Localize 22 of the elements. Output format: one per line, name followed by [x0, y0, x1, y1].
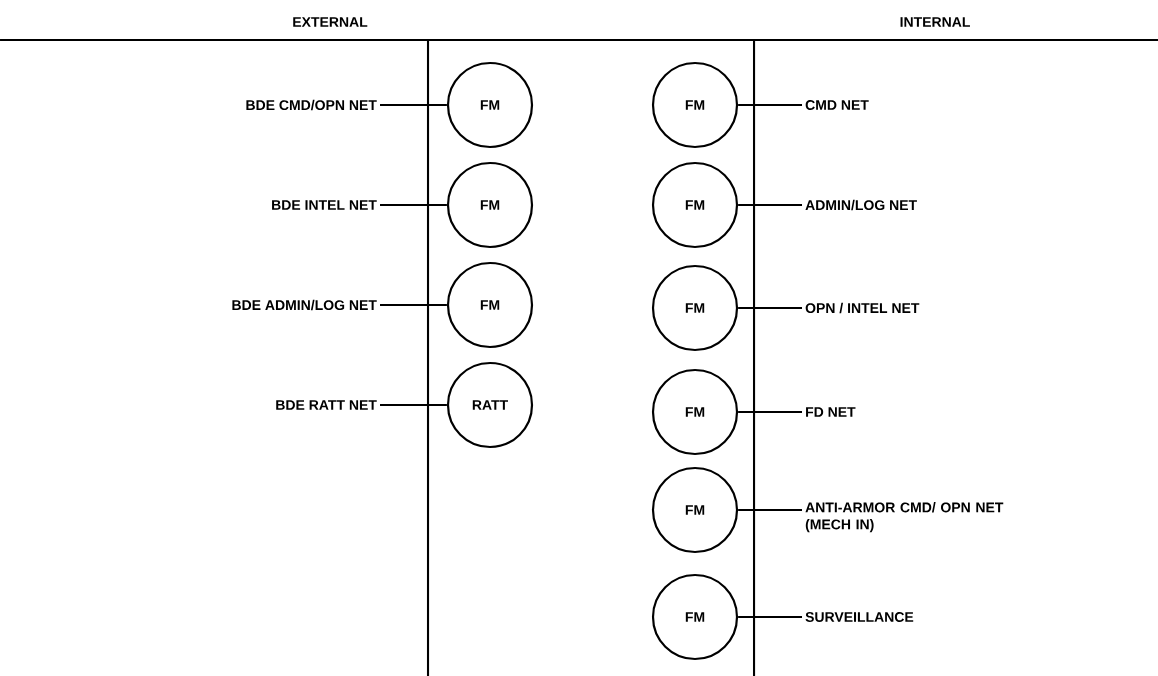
net-label: OPN / INTEL NET — [805, 302, 920, 314]
connector-line — [380, 403, 447, 407]
net-label: FD NET — [806, 407, 856, 417]
section-heading: INTERNAL — [900, 17, 970, 27]
connector-line — [738, 615, 802, 619]
net-label: BDE RATT NET — [276, 400, 377, 410]
connector-line — [738, 203, 802, 207]
net-label: ANTI-ARMOR CMD/ OPN NET (MECH IN) — [805, 502, 1004, 533]
connector-line — [380, 103, 447, 107]
net-label: ADMIN/LOG NET — [805, 199, 917, 211]
connector-line — [738, 508, 802, 512]
net-label: CMD NET — [805, 100, 869, 110]
connector-line — [380, 203, 447, 207]
connector-line — [738, 410, 802, 414]
connector-line — [738, 306, 802, 310]
section-heading: EXTERNAL — [293, 17, 368, 27]
connector-line — [738, 103, 802, 107]
net-label: SURVEILLANCE — [805, 612, 914, 622]
net-label: BDE INTEL NET — [272, 200, 377, 210]
connector-line — [380, 303, 447, 307]
net-label: BDE CMD/OPN NET — [246, 99, 377, 111]
net-label: BDE ADMIN/LOG NET — [232, 299, 377, 311]
